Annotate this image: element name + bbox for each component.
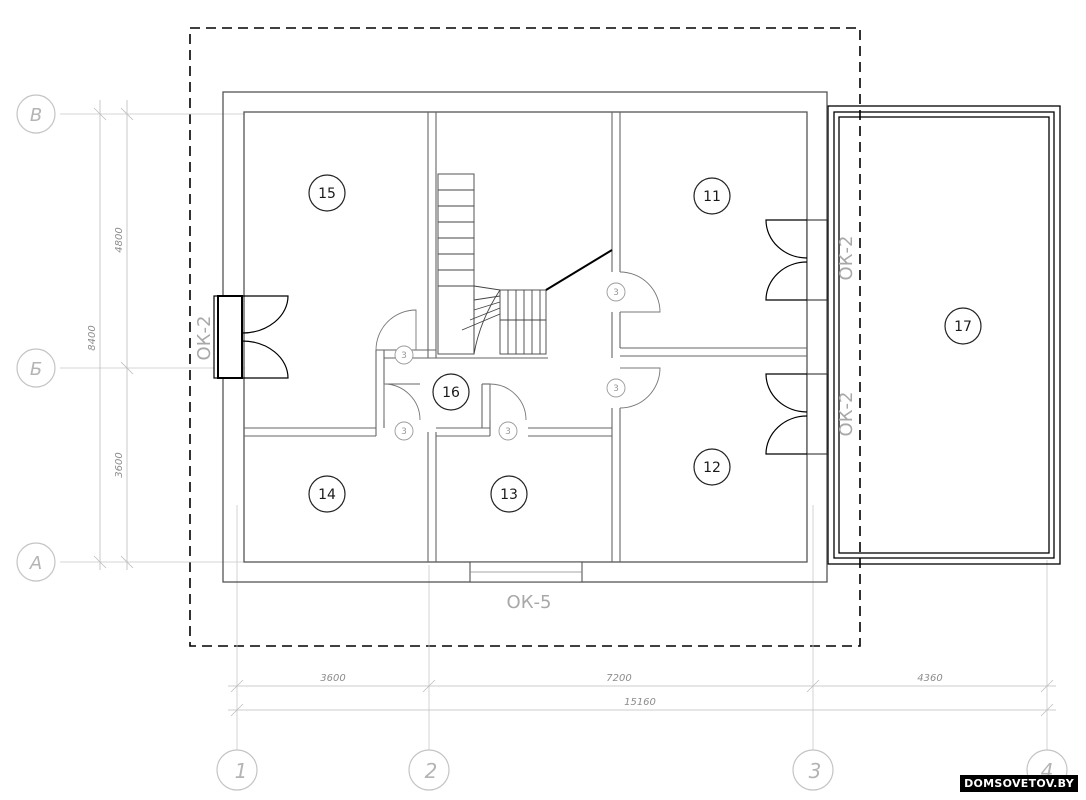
dim-horizontal-seg-2: 7200 [606, 673, 631, 684]
axis-label-col-3: 3 [809, 759, 822, 783]
door-mark-1: 3 [401, 351, 407, 361]
column-axis-markers [216, 749, 1068, 791]
interior-walls [244, 112, 807, 562]
door-mark-3: 3 [505, 427, 511, 437]
dim-horizontal-seg-1: 3600 [320, 673, 345, 684]
room-number-16: 16 [442, 385, 460, 401]
interior-doors [375, 271, 661, 421]
west-window [213, 295, 289, 379]
axis-label-row-b: Б [30, 359, 42, 380]
dim-horizontal-total: 15160 [624, 697, 656, 708]
horizontal-dimensions [228, 679, 1056, 717]
south-window [469, 561, 583, 583]
dim-vertical-total: 8400 [87, 325, 98, 350]
roof-outline [189, 27, 861, 647]
room-number-15: 15 [318, 186, 336, 202]
dim-vertical-lower: 3600 [114, 452, 125, 477]
room-number-14: 14 [318, 487, 336, 503]
axis-label-col-1: 1 [235, 759, 248, 783]
dim-vertical-upper: 4800 [114, 227, 125, 252]
room-number-11: 11 [703, 189, 721, 205]
terrace-outline [827, 105, 1061, 565]
axis-label-row-a: А [29, 553, 42, 574]
dim-horizontal-seg-3: 4360 [917, 673, 942, 684]
room-number-circles [308, 174, 982, 513]
axis-label-col-2: 2 [425, 759, 438, 783]
east-window-upper [765, 219, 828, 301]
window-label-east-upper: ОК-2 [836, 236, 857, 281]
window-label-east-lower: ОК-2 [836, 392, 857, 437]
exterior-wall-fill [224, 93, 826, 111]
exterior-walls [222, 91, 828, 583]
vertical-dimensions [93, 100, 134, 570]
stair-cut-line [545, 249, 613, 291]
east-window-lower [765, 373, 828, 455]
window-label-west: ОК-2 [194, 316, 215, 361]
room-number-12: 12 [703, 460, 721, 476]
door-mark-4: 3 [613, 288, 619, 298]
room-number-17: 17 [954, 319, 972, 335]
door-mark-5: 3 [613, 384, 619, 394]
grid-lines [60, 113, 1048, 752]
room-number-13: 13 [500, 487, 518, 503]
row-axis-markers [16, 94, 56, 582]
door-mark-2: 3 [401, 427, 407, 437]
door-mark-circles [394, 282, 626, 441]
axis-label-row-v: В [30, 105, 42, 126]
site-watermark: DOMSOVETOV.BY [960, 775, 1078, 792]
window-label-south: ОК-5 [507, 592, 552, 613]
staircase [437, 173, 547, 355]
